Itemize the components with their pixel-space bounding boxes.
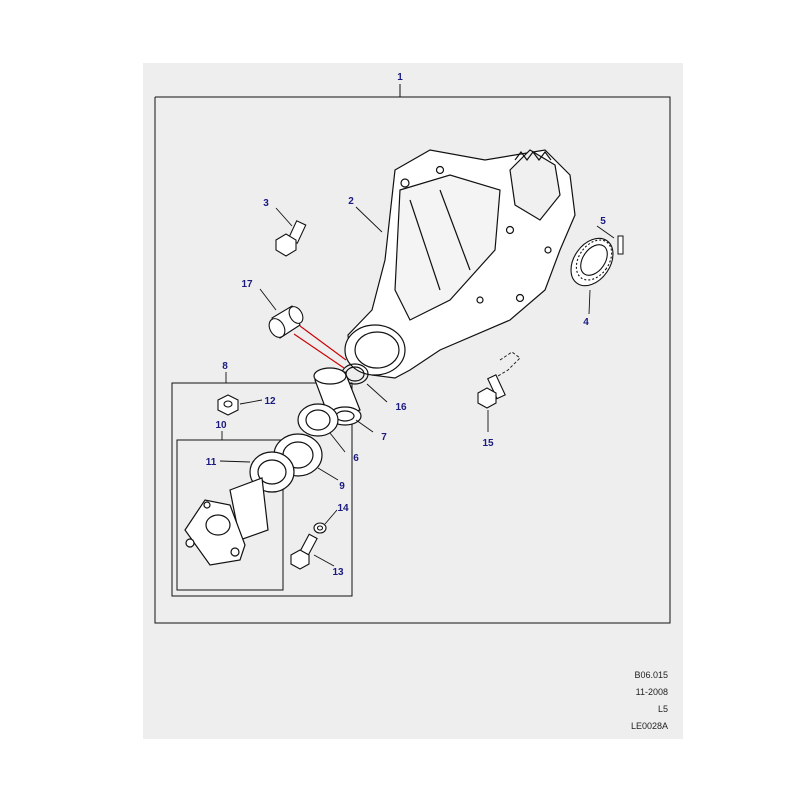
callout-1: 1 [397,72,403,83]
subassembly-frame-8 [171,382,353,597]
callout-4: 4 [583,317,589,328]
callout-2: 2 [348,196,354,207]
tone-ring-4 [570,237,614,287]
footer-level: L5 [657,704,668,714]
callout-8: 8 [222,361,228,372]
callout-10: 10 [215,420,227,431]
callout-5: 5 [600,216,606,227]
callout-3: 3 [263,198,269,209]
callout-13: 13 [332,567,344,578]
callout-17: 17 [241,279,253,290]
seal-6 [297,403,339,437]
callout-11: 11 [206,457,217,468]
callout-9: 9 [339,481,345,492]
subassembly-frame-10 [176,439,284,591]
footer-code: LE0028A [630,721,668,731]
red-leader-lines [293,325,347,369]
assembly-frame-1 [154,84,671,624]
washer-14 [313,522,327,534]
bolt-13 [290,533,318,570]
callout-15: 15 [482,438,494,449]
bearing-7 [313,367,362,426]
bolt-3 [275,220,307,257]
drive-flange-10 [184,477,269,566]
footer-ref: B06.015 [634,670,668,680]
pin-5 [617,235,624,255]
bolt-15 [477,374,506,409]
callout-16: 16 [395,402,407,413]
nut-12 [217,394,239,416]
bush-17 [268,305,304,339]
callout-14: 14 [337,503,349,514]
callout-6: 6 [353,453,359,464]
footer-date: 11-2008 [635,687,668,697]
callout-12: 12 [264,396,276,407]
leader-lines [219,206,615,567]
callout-7: 7 [381,432,387,443]
differential-housing [344,149,576,379]
